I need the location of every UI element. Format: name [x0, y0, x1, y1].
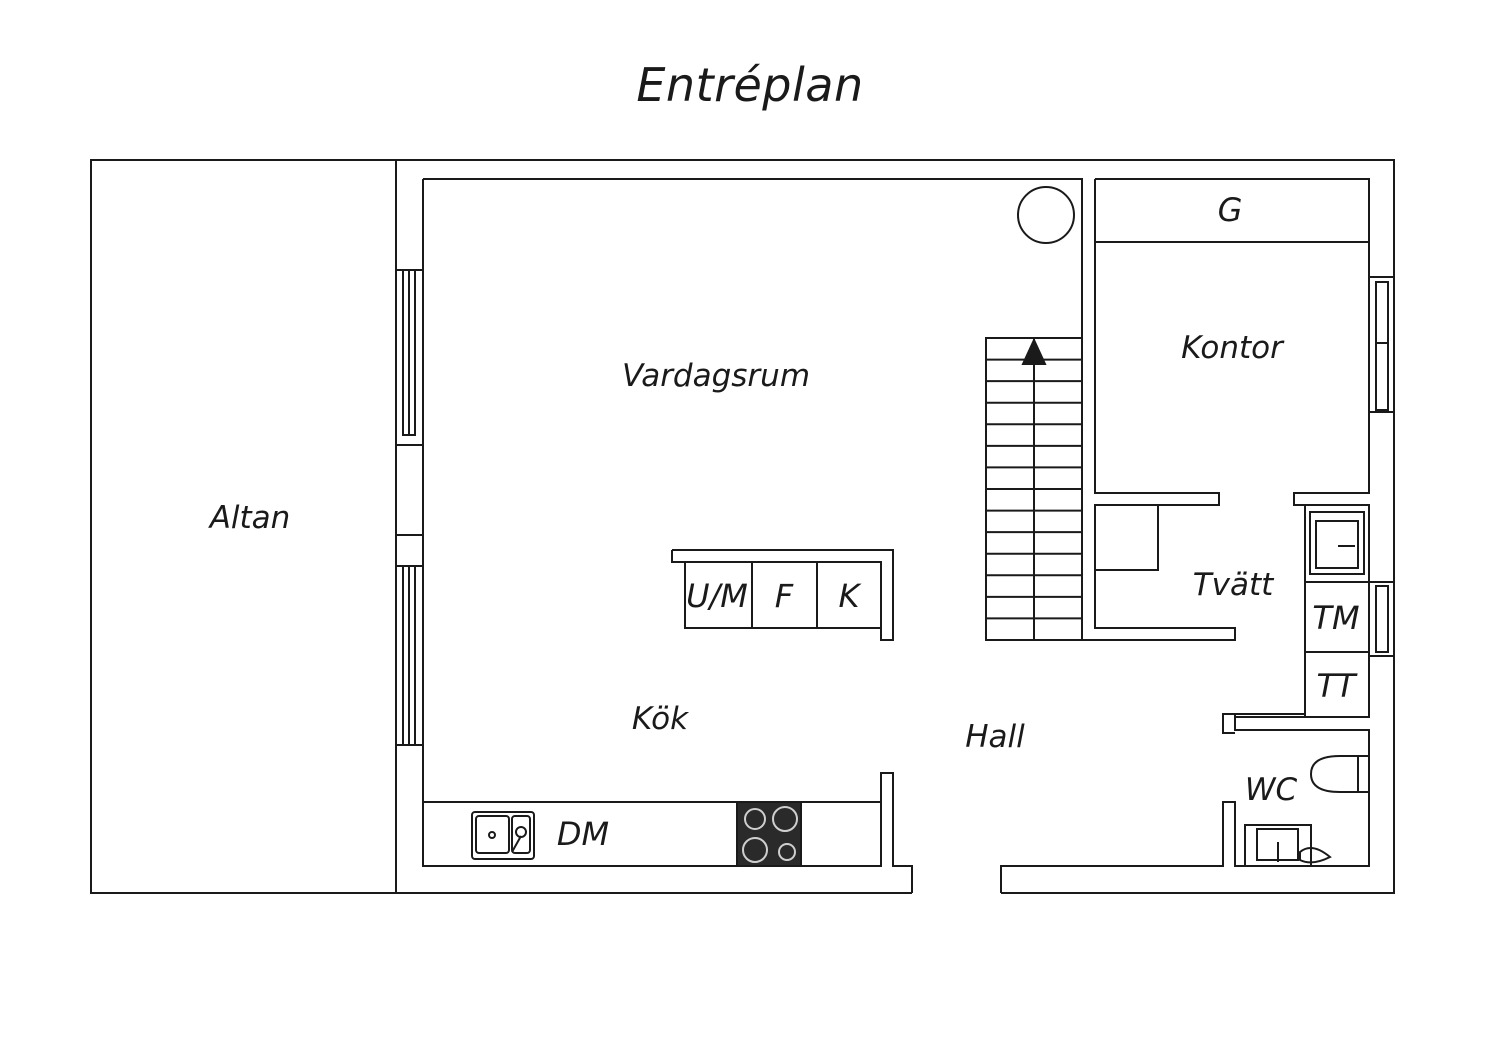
fixture-label-tvattmaskin: TM [1312, 599, 1360, 637]
fixture-label-garderob: G [1217, 191, 1243, 229]
laundry-sink-icon [1316, 521, 1358, 568]
washbasin-icon [1245, 825, 1332, 866]
window-east-upper [1369, 277, 1394, 412]
toilet-icon [1309, 755, 1369, 793]
sink-icon [472, 812, 534, 859]
laundry-column [1305, 505, 1369, 717]
fixture-label-k: K [838, 577, 860, 615]
room-label-tvatt: Tvätt [1192, 567, 1274, 603]
kontor-wall [1095, 179, 1369, 277]
kitchen-counter [423, 802, 881, 866]
laundry-sink-icon [1310, 512, 1364, 574]
outer-wall [396, 160, 1394, 893]
fixture-label-dishwasher: DM [556, 815, 610, 853]
staircase [986, 338, 1082, 640]
fixture-label-f: F [774, 577, 794, 615]
room-label-wc: WC [1244, 772, 1298, 808]
window-east-upper [1376, 282, 1388, 410]
stair-direction-arrow-icon [1023, 340, 1045, 364]
window-east-lower [1376, 586, 1388, 652]
kitchen-island-cabinets [685, 562, 881, 628]
entry-wall [423, 773, 912, 893]
kontor-wall [1095, 179, 1219, 505]
altan-outline [91, 160, 396, 893]
room-label-altan: Altan [209, 500, 291, 536]
room-label-kok: Kök [631, 701, 689, 737]
window-east-lower [1369, 582, 1394, 656]
room-label-vardagsrum: Vardagsrum [621, 358, 811, 394]
fixture-label-um: U/M [686, 577, 748, 615]
plan-title: Entréplan [636, 58, 864, 112]
fixture-label-torktumlare: TT [1316, 667, 1356, 705]
entry-wall [1001, 714, 1369, 893]
room-label-hall: Hall [965, 719, 1025, 755]
room-label-kontor: Kontor [1181, 330, 1283, 366]
inner-wall-west [423, 179, 1235, 640]
kitchen-island [672, 550, 893, 640]
stove-icon [737, 802, 801, 866]
fireplace-icon [1018, 187, 1074, 243]
